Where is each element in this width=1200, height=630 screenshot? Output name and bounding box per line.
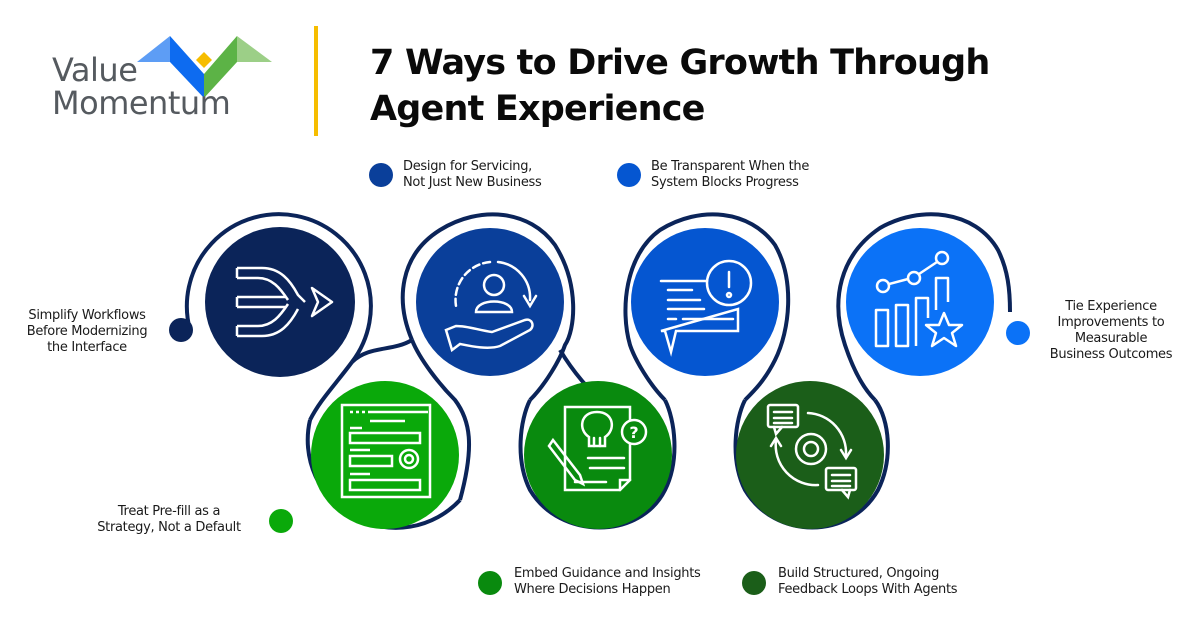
customer-care-cycle-icon	[444, 260, 538, 353]
document-idea-icon: ?	[547, 405, 648, 492]
step-1-circle	[205, 227, 355, 377]
merge-arrows-icon	[235, 266, 334, 338]
title-line-2: Agent Experience	[370, 89, 705, 129]
svg-text:?: ?	[629, 423, 638, 442]
value-momentum-logo: Value Momentum	[52, 36, 282, 136]
step-3-label: Design for Servicing, Not Just New Busin…	[403, 159, 542, 190]
page-title: 7 Ways to Drive Growth Through Agent Exp…	[370, 40, 990, 132]
step-1-dot	[169, 318, 193, 342]
step-4-circle: ?	[524, 381, 672, 529]
form-settings-icon	[340, 403, 432, 499]
logo-mark-icon	[137, 36, 272, 98]
step-1-label: Simplify Workflows Before Modernizing th…	[26, 308, 148, 355]
growth-chart-star-icon	[874, 250, 964, 348]
step-3-dot	[369, 163, 393, 187]
logo-wordmark: Value Momentum	[52, 51, 231, 122]
step-5-circle	[631, 228, 779, 376]
step-3-circle	[416, 228, 564, 376]
feedback-loop-icon	[766, 403, 858, 500]
step-2-label: Treat Pre-fill as a Strategy, Not a Defa…	[97, 504, 241, 535]
chat-alert-icon	[659, 259, 753, 357]
step-6-label: Build Structured, Ongoing Feedback Loops…	[778, 566, 958, 597]
header-divider	[314, 26, 318, 136]
step-7-label: Tie Experience Improvements to Measurabl…	[1049, 299, 1173, 362]
step-6-dot	[742, 571, 766, 595]
logo-line-1: Value	[52, 51, 138, 89]
logo-line-2: Momentum	[52, 84, 231, 122]
step-2-dot	[269, 509, 293, 533]
title-line-1: 7 Ways to Drive Growth Through	[370, 43, 990, 83]
step-4-label: Embed Guidance and Insights Where Decisi…	[514, 566, 701, 597]
step-7-dot	[1006, 321, 1030, 345]
step-5-dot	[617, 163, 641, 187]
step-6-circle	[736, 381, 884, 529]
step-7-circle	[846, 228, 994, 376]
connecting-track	[184, 212, 1012, 530]
step-2-circle	[311, 381, 459, 529]
step-4-dot	[478, 571, 502, 595]
step-5-label: Be Transparent When the System Blocks Pr…	[651, 159, 810, 190]
